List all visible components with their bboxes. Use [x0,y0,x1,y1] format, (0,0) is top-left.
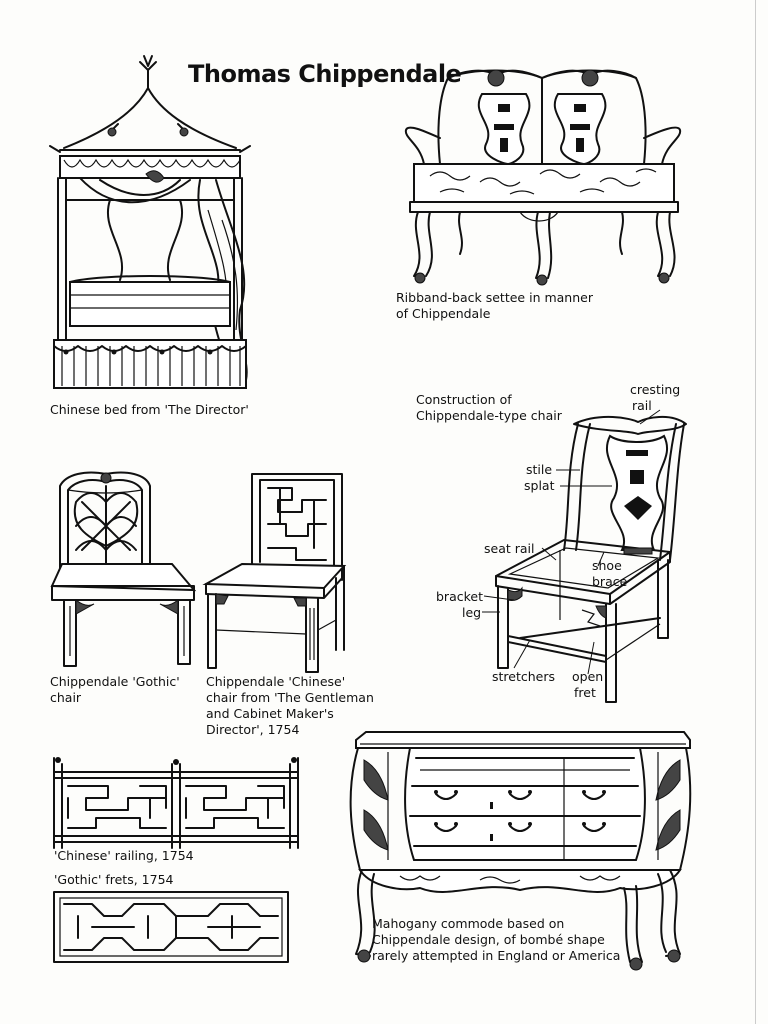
part-label-seat-rail: seat rail [484,541,535,556]
chinese-railing-illustration [50,757,300,850]
caption-chinese-chair-line1: Chippendale 'Chinese' [206,674,346,689]
caption-bed: Chinese bed from 'The Director' [50,402,249,417]
caption-chinese-chair-line4: Director', 1754 [206,722,300,737]
part-label-leg: leg [462,605,482,620]
caption-frets: 'Gothic' frets, 1754 [54,872,174,887]
chinese-bed-illustration [40,50,265,395]
caption-gothic-chair-line2: chair [50,690,82,705]
part-label-bracket: bracket [436,589,483,604]
caption-commode-line2: Chippendale design, of bombé shape [372,932,605,947]
part-label-open-line1: open [572,669,604,684]
caption-commode-line1: Mahogany commode based on [372,916,565,931]
page-title: Thomas Chippendale [188,60,462,88]
caption-settee-line2: of Chippendale [396,306,491,321]
part-label-cresting-line2: rail [632,398,652,413]
construction-chair-illustration [490,410,695,710]
caption-chinese-chair-line3: and Cabinet Maker's [206,706,334,721]
caption-construction-line2: Chippendale-type chair [416,408,562,423]
part-label-open-line2: fret [574,685,596,700]
caption-settee-line1: Ribband-back settee in manner [396,290,593,305]
caption-gothic-chair-line1: Chippendale 'Gothic' [50,674,180,689]
page-edge [755,0,756,1024]
gothic-frets-illustration [52,890,292,966]
part-label-stretchers: stretchers [492,669,556,684]
ribband-back-settee-illustration [400,64,685,289]
part-label-shoe-line1: shoe [592,558,622,573]
gothic-chair-illustration [46,466,202,670]
caption-railing: 'Chinese' railing, 1754 [54,848,194,863]
part-label-splat: splat [524,478,555,493]
caption-commode-line3: rarely attempted in England or America [372,948,621,963]
chinese-chair-illustration [202,470,352,674]
part-label-shoe-line2: brace [592,574,628,589]
caption-chinese-chair-line2: chair from 'The Gentleman [206,690,374,705]
caption-construction-line1: Construction of [416,392,512,407]
part-label-cresting-line1: cresting [630,382,681,397]
commode-illustration [340,730,696,970]
part-label-stile: stile [526,462,553,477]
